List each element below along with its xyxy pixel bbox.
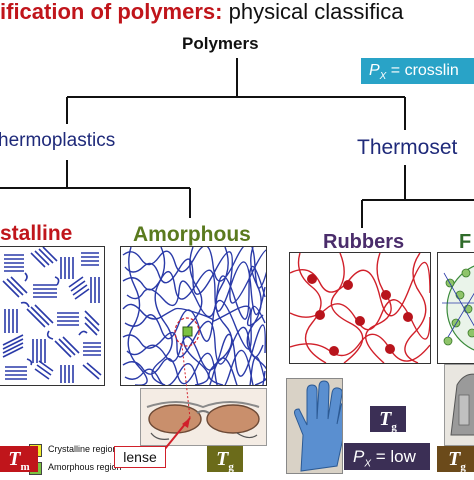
legend-label-crystalline: Crystalline region [48, 444, 118, 454]
px-low-badge: PX = low [344, 443, 430, 470]
tag-tg-rubbers-sub: g [391, 421, 397, 433]
figure-title: ification of polymers: physical classifi… [0, 0, 403, 24]
crystalline-chains-illustration [2, 247, 102, 383]
thermoset-structure-box [437, 252, 474, 364]
tag-tm: Tm [0, 446, 38, 473]
node-thermoplastics: hermoplastics [0, 130, 116, 151]
crosslink-symbol: P [369, 62, 380, 79]
node-thermosets: Thermoset [357, 136, 458, 159]
lens-zoom-circle [174, 317, 200, 347]
tag-tg-rubbers-symbol: T [379, 408, 392, 430]
tag-tg-rubbers: Tg [370, 406, 406, 433]
px-low-symbol: P [353, 447, 365, 466]
eyeglasses-illustration [146, 401, 260, 440]
tag-tm-sub: m [20, 461, 30, 473]
legend-label-amorphous: Amorphous region [48, 462, 122, 472]
tag-tg-thermosets-sub: g [460, 461, 466, 473]
node-crystalline: stalline [0, 222, 73, 245]
amorphous-structure-box [120, 246, 267, 386]
rubbers-network-illustration [290, 253, 430, 363]
amorphous-region-marker [182, 326, 193, 337]
crosslink-sub: X [379, 71, 387, 83]
title-black-part: physical classifica [222, 0, 404, 24]
lense-label: lense [114, 446, 166, 468]
tag-tm-symbol: T [8, 448, 21, 470]
glove-illustration [294, 380, 342, 472]
rubbers-structure-box [289, 252, 431, 364]
node-amorphous: Amorphous [133, 223, 251, 246]
metal-part-illustration [450, 373, 474, 436]
tag-tg-thermosets: Tg [437, 446, 474, 473]
tag-tg-amorphous-symbol: T [216, 448, 229, 470]
px-low-text: = low [371, 447, 416, 466]
crosslink-badge: PX = crosslin [361, 58, 474, 84]
tag-tg-amorphous: Tg [207, 446, 243, 473]
px-low-sub: X [364, 458, 372, 470]
title-red-part: ification of polymers: [0, 0, 223, 24]
eyeglasses-photo [140, 388, 267, 446]
node-cut-off: F [459, 231, 472, 253]
node-rubbers: Rubbers [323, 231, 405, 253]
amorphous-chains-illustration [122, 247, 266, 385]
node-polymers: Polymers [182, 34, 259, 53]
crystalline-structure-box [0, 246, 105, 386]
tag-tg-thermosets-symbol: T [448, 448, 461, 470]
crosslink-text: = crosslin [386, 62, 459, 79]
glove-photo [286, 378, 343, 474]
thermoset-network-illustration [442, 265, 474, 351]
tag-tg-amorphous-sub: g [228, 461, 234, 473]
metal-part-photo [444, 364, 474, 446]
